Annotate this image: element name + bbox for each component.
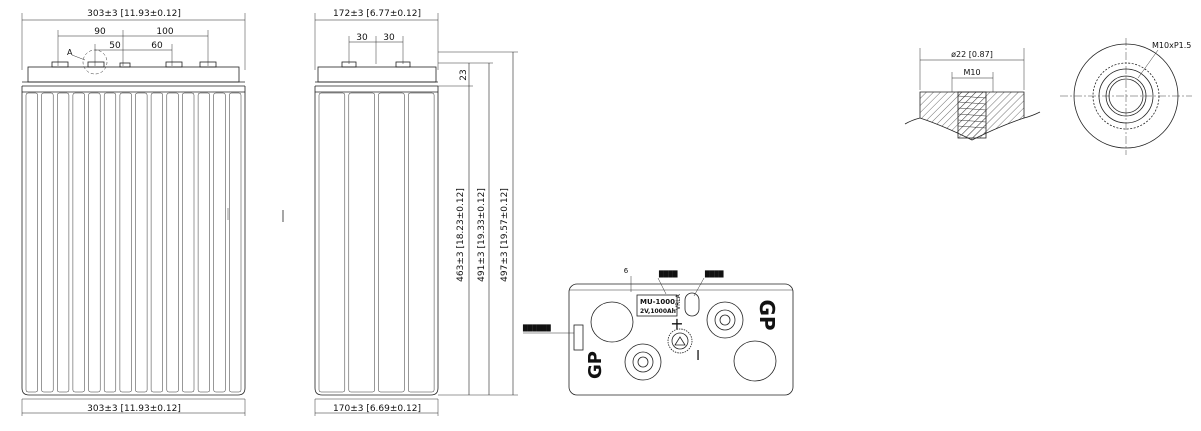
container-rib [213,92,226,393]
positive-sign: + [670,314,683,333]
side-container [314,86,439,396]
side-view: 172±3 [6.77±0.12] 30 30 23 463±3 [18.23±… [314,9,518,416]
nameplate-box [636,294,678,317]
spacing-50-label: 50 [109,41,121,51]
spacing-90-label: 90 [94,27,106,37]
height-463-label: 463±3 [18.23±0.12] [456,188,466,282]
top-lid-outline [568,283,794,396]
brand-logo-top: GP [755,299,779,330]
container-rib [103,92,117,393]
side-width-bottom-label: 170±3 [6.69±0.12] [333,404,421,414]
valve-callout: ████ [704,270,724,278]
date-callout: ██████ [522,324,551,332]
front-ribs [25,92,242,393]
side-spacing-30-left: 30 [356,33,368,43]
container-rib [408,92,435,393]
pad-bottom-right [733,340,777,382]
front-width-top-label: 303±3 [11.93±0.12] [87,9,181,19]
container-rib [378,92,405,393]
detail-a-marker: A [67,48,73,57]
container-rib [150,92,163,393]
front-width-bottom-label: 303±3 [11.93±0.12] [87,404,181,414]
side-ribs [318,92,435,393]
container-rib [57,92,70,393]
container-rib [318,92,346,393]
container-rib [348,92,375,393]
front-lid [27,66,240,83]
front-terminal-2 [87,61,105,68]
front-terminal-4 [199,61,217,68]
container-rib [182,92,195,393]
front-container [21,86,246,396]
front-view: 303±3 [11.93±0.12] 90 100 50 60 A [21,9,246,416]
top-view: 6 ████ ████ ██████ MU-1000 2V,1000Ah VRL… [522,267,794,396]
container-rib [119,92,132,393]
pad-top-left [590,301,634,343]
positive-terminal [706,301,744,339]
side-terminal-2 [395,61,411,68]
spacing-60-label: 60 [151,41,163,51]
container-rib [166,92,179,393]
container-rib [229,92,242,393]
offset-6-label: 6 [624,267,629,275]
front-terminal-3 [165,61,183,68]
container-rib [72,92,85,393]
side-spacing-30-right: 30 [383,33,395,43]
thread-spec-label: M10xP1.5 [1152,41,1191,50]
front-vent [119,62,131,68]
terminal-height-label: 23 [459,69,469,80]
side-stamp: VRLA [675,293,682,310]
height-491-label: 491±3 [19.33±0.12] [477,188,487,282]
outer-boss [1073,43,1179,149]
container-rib [25,92,38,393]
container-rib [197,92,210,393]
front-terminal-1 [51,61,69,68]
side-terminal-1 [341,61,357,68]
nameplate-callout: ████ [658,270,678,278]
date-label-box [573,324,584,351]
valve-cap [684,292,700,317]
side-lid [317,66,437,83]
height-497-label: 497±3 [19.57±0.12] [500,188,510,282]
terminal-section-detail: ø22 [0.87] M10 [904,48,1041,141]
negative-sign: I [696,349,700,364]
container-rib [41,92,54,393]
terminal-top-detail: M10xP1.5 [1060,38,1192,155]
container-rib [88,92,101,393]
side-width-top-label: 172±3 [6.77±0.12] [333,9,421,19]
thread-label: M10 [963,68,980,77]
negative-terminal [624,343,662,381]
brand-logo-bottom: GP [585,351,606,379]
boss-diameter-label: ø22 [0.87] [951,50,993,59]
container-rib [135,92,148,393]
vent-plug [667,328,693,354]
thread-bore [1105,75,1147,117]
rating-label: 2V,1000Ah [640,308,676,315]
spacing-100-label: 100 [156,27,173,37]
model-label: MU-1000 [640,298,675,306]
